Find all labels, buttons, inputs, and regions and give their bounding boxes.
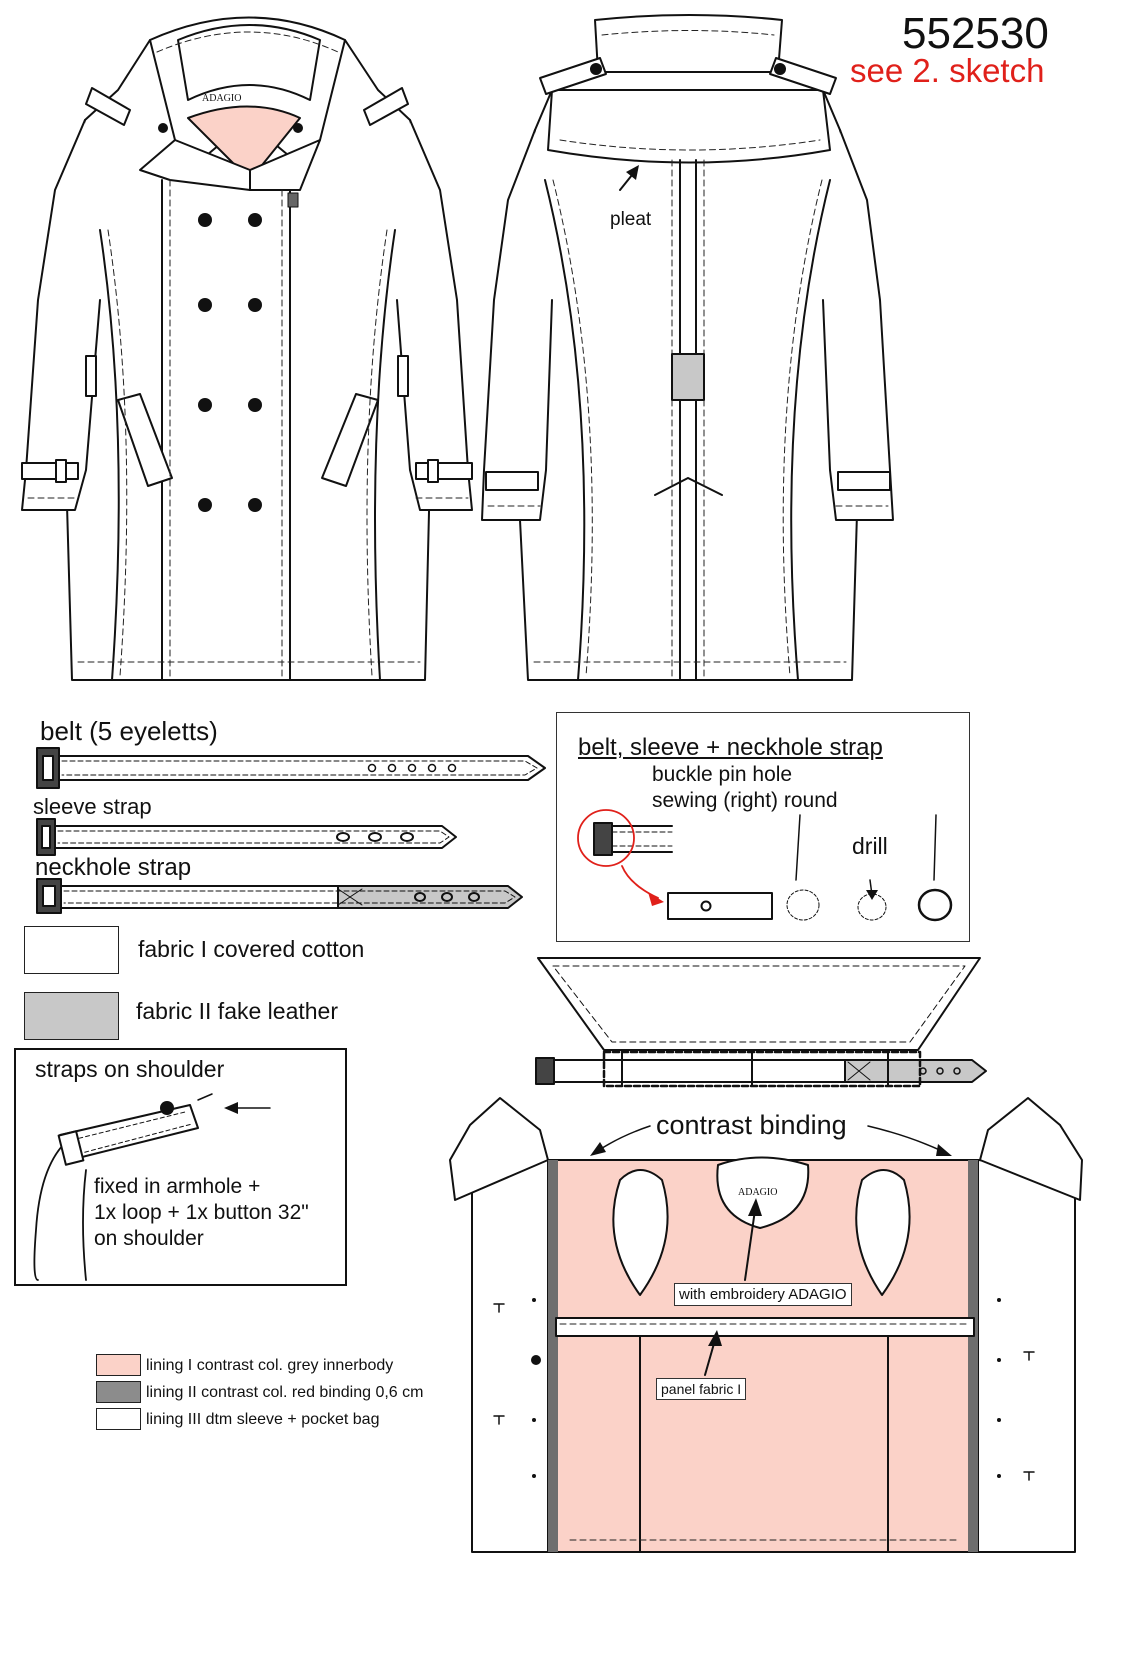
lining-one-label: lining I contrast col. grey innerbody (146, 1357, 394, 1374)
neckhole-strap-label: neckhole strap (35, 854, 192, 881)
shoulder-strap-detail (33, 1093, 271, 1281)
shoulder-note-line1: fixed in armhole + (94, 1175, 261, 1198)
buckle-pin-hole-text: buckle pin hole (652, 763, 793, 786)
neckhole-strap-eyelets (414, 892, 480, 902)
shoulder-note-line3: on shoulder (94, 1227, 204, 1250)
back-right-sleeve (822, 129, 894, 521)
back-half-belt-fake-leather (671, 353, 705, 401)
strap-detail-title: belt, sleeve + neckhole strap (578, 734, 883, 761)
fabric-two-label: fabric II fake leather (136, 998, 338, 1024)
sleeve-strap-label: sleeve strap (33, 794, 152, 819)
lining-one-swatch (96, 1354, 141, 1376)
sleeve-strap-eyelets (336, 832, 414, 842)
panel-fabric-label: panel fabric I (656, 1378, 747, 1400)
front-right-sleeve (396, 119, 473, 511)
belt-label: belt (5 eyeletts) (40, 716, 218, 746)
inside-coat-drawing (449, 1097, 1083, 1553)
sewing-round-text: sewing (right) round (652, 789, 838, 812)
shoulder-straps-box (14, 1048, 347, 1286)
sleeve-strap-drawing (36, 818, 457, 856)
left-contrast-binding (548, 1160, 558, 1552)
back-left-sleeve (481, 129, 553, 521)
fabric-one-swatch (24, 926, 119, 974)
see-second-sketch-note: see 2. sketch (850, 52, 1045, 89)
collar-flat-drawing (535, 957, 987, 1088)
belt-eyelets (367, 763, 457, 773)
shoulder-straps-title: straps on shoulder (35, 1056, 225, 1082)
drill-label: drill (852, 833, 888, 859)
front-coat-drawing (21, 16, 473, 681)
fabric-two-swatch (24, 992, 119, 1040)
right-contrast-binding (968, 1160, 978, 1552)
embroidery-label: with embroidery ADAGIO (674, 1283, 852, 1306)
lining-two-swatch (96, 1381, 141, 1403)
front-lining-v (187, 105, 301, 181)
pleat-label: pleat (610, 209, 652, 230)
front-collar-label: ADAGIO (202, 93, 242, 104)
back-yoke (547, 89, 831, 164)
neckhole-strap-drawing (36, 878, 523, 914)
shoulder-note-line2: 1x loop + 1x button 32" (94, 1201, 309, 1224)
strap-detail-box (556, 712, 970, 942)
inside-neck-label: ADAGIO (738, 1187, 778, 1198)
lining-two-label: lining II contrast col. red binding 0,6 … (146, 1384, 424, 1401)
style-number: 552530 (902, 9, 1049, 58)
back-collar (594, 14, 783, 73)
lining-three-swatch (96, 1408, 141, 1430)
contrast-binding-label: contrast binding (656, 1110, 847, 1140)
lining-three-label: lining III dtm sleeve + pocket bag (146, 1411, 380, 1428)
fabric-one-label: fabric I covered cotton (138, 936, 365, 962)
back-coat-drawing (481, 14, 894, 681)
belt-strap-drawing (36, 747, 546, 789)
front-left-sleeve (21, 119, 101, 511)
pin-hole-detail (577, 809, 953, 922)
